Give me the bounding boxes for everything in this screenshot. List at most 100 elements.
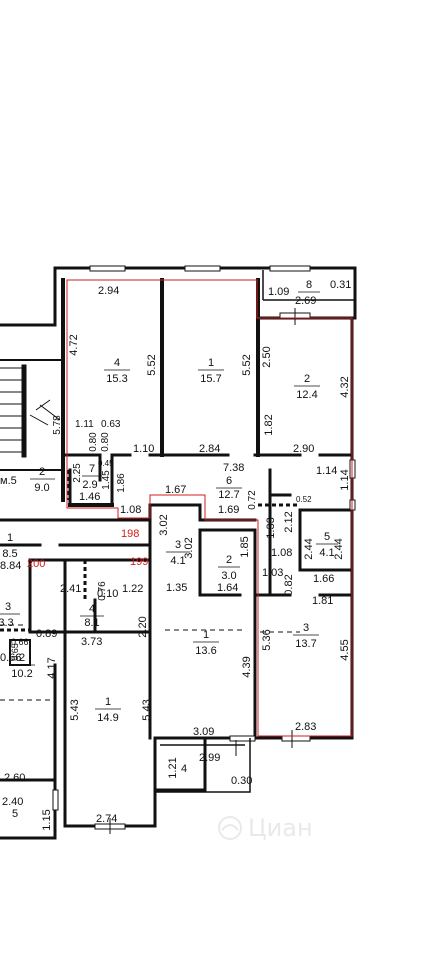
dim: 2.25 — [72, 463, 83, 483]
dim: 5.52 — [241, 354, 253, 375]
dim: 1.09 — [268, 286, 289, 298]
svg-text:9.0: 9.0 — [34, 482, 49, 494]
dim: 1.81 — [312, 595, 333, 607]
svg-text:6: 6 — [226, 475, 232, 487]
svg-text:15.3: 15.3 — [106, 373, 127, 385]
room-2-12.4: 2 12.4 — [294, 373, 320, 401]
svg-text:2: 2 — [304, 373, 310, 385]
dim: 2.74 — [96, 813, 117, 825]
dim: 4.55 — [339, 639, 351, 660]
svg-text:12.7: 12.7 — [218, 489, 239, 501]
svg-text:4: 4 — [114, 357, 120, 369]
svg-text:3.3: 3.3 — [0, 617, 14, 629]
dim: 2.50 — [261, 346, 273, 367]
dim: 0.72 — [247, 490, 258, 510]
dim: 1.82 — [263, 414, 275, 435]
dim: 3.73 — [81, 636, 102, 648]
dim: 5.43 — [69, 699, 81, 720]
svg-text:3: 3 — [5, 601, 11, 613]
zone-199: 199 — [130, 556, 148, 568]
room-3-3.3: 3 3.3 — [0, 601, 20, 629]
dim: 2.84 — [199, 443, 220, 455]
svg-text:3: 3 — [303, 622, 309, 634]
svg-text:5: 5 — [324, 531, 330, 543]
svg-text:7: 7 — [89, 463, 95, 475]
dim: 1.10 — [133, 443, 154, 455]
dim: 0.30 — [231, 775, 252, 787]
room-4-8.1: 4 8.1 — [80, 603, 104, 629]
room-1-8.5: 1 8.5 — [0, 532, 22, 560]
svg-text:15.7: 15.7 — [200, 373, 221, 385]
svg-text:2.9: 2.9 — [82, 479, 97, 491]
dim: 0.65 — [10, 643, 20, 661]
room-8: 8 — [298, 279, 320, 293]
svg-text:3.0: 3.0 — [221, 570, 236, 582]
room-3-4.1: 3 4.1 — [166, 539, 190, 567]
dim: 2.44 — [303, 538, 315, 559]
dim: 0.63 — [101, 419, 121, 430]
room-7-2.9: 7 2.9 — [82, 463, 102, 491]
svg-text:2: 2 — [19, 652, 25, 664]
dim: 0.89 — [36, 628, 57, 640]
dim: 1.66 — [313, 573, 334, 585]
dim: 1.33 — [265, 517, 277, 538]
balconies — [154, 270, 355, 793]
room-3-13.7: 3 13.7 — [293, 622, 319, 650]
zone-200: 200 — [27, 558, 45, 570]
dim: 2.41 — [60, 583, 81, 595]
room-1-15.7: 1 15.7 — [198, 357, 224, 385]
dim: 1.64 — [217, 582, 238, 594]
dim: 1.67 — [165, 484, 186, 496]
dim: 8.84 — [0, 560, 21, 572]
dim: 1.15 — [41, 809, 53, 830]
dim: 1.85 — [239, 536, 251, 557]
watermark-text: Циан — [248, 814, 313, 842]
watermark-logo-icon — [218, 816, 242, 840]
svg-text:13.6: 13.6 — [195, 645, 216, 657]
dim: 0.80 — [88, 432, 99, 452]
room-1-13.6: 1 13.6 — [193, 629, 219, 657]
dim: 7.38 — [223, 462, 244, 474]
svg-text:8: 8 — [306, 279, 312, 291]
dim: 2.20 — [137, 616, 149, 637]
dim: 2.60 — [4, 772, 25, 784]
room-6-12.7: 6 12.7 — [216, 475, 242, 501]
zone-198: 198 — [121, 528, 139, 540]
dim: 1.35 — [166, 582, 187, 594]
dim: 5.43 — [141, 699, 153, 720]
dim: 2.40 — [2, 796, 23, 808]
dim: 1.86 — [116, 473, 127, 493]
dim: 1.03 — [262, 567, 283, 579]
dim: 0.10 — [97, 588, 118, 600]
walls — [0, 266, 357, 840]
dim: 1.08 — [271, 547, 292, 559]
svg-text:8.1: 8.1 — [84, 617, 99, 629]
dim: 5.78 — [52, 415, 63, 435]
room-5-bottom: 5 — [12, 808, 18, 820]
dim: 0.82 — [283, 574, 295, 595]
svg-text:1: 1 — [203, 629, 209, 641]
svg-text:4.1: 4.1 — [319, 547, 334, 559]
dim: 2.12 — [283, 511, 295, 532]
dim: 3.09 — [193, 726, 214, 738]
svg-text:13.7: 13.7 — [295, 638, 316, 650]
dim: 2.99 — [199, 752, 220, 764]
dim: 1.22 — [122, 583, 143, 595]
svg-text:4.1: 4.1 — [170, 555, 185, 567]
stairwell-label: м.5 — [0, 475, 17, 487]
wall-hatching — [0, 470, 300, 632]
dim: 0.80 — [100, 432, 111, 452]
room-labels: 4 15.3 1 15.7 2 12.4 8 2 9.0 7 2.9 — [0, 279, 338, 820]
dim: 5.52 — [146, 354, 158, 375]
dim: 0.31 — [330, 279, 351, 291]
zone-labels: 198 199 200 — [27, 528, 148, 570]
room-4-15.3: 4 15.3 — [104, 357, 130, 385]
dim: 0.76 — [97, 581, 108, 601]
dim: 1.11 — [75, 419, 94, 430]
room-1-14.9: 1 14.9 — [95, 696, 121, 724]
dim: 1.69 — [218, 504, 239, 516]
room-2-9.0: 2 9.0 — [30, 466, 55, 494]
dim: 5.36 — [261, 629, 273, 650]
dim: 4.39 — [241, 656, 253, 677]
